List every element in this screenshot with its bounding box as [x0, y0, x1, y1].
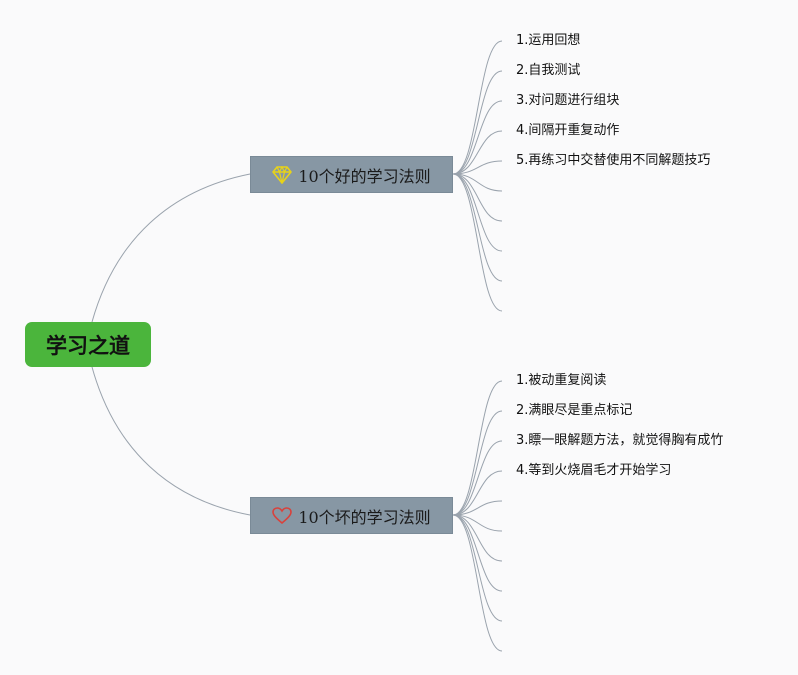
leaf-bad-2[interactable]: 2.满眼尽是重点标记 — [516, 403, 633, 418]
leaf-good-2[interactable]: 2.自我测试 — [516, 63, 581, 78]
connector-root-good — [91, 173, 251, 323]
leaf-good-5[interactable]: 5.再练习中交替使用不同解题技巧 — [516, 153, 711, 168]
connector-branch1-leaf7 — [452, 173, 503, 222]
branch-bad-rules[interactable]: 10个坏的学习法则 — [250, 497, 453, 534]
connector-branch1-leaf8 — [452, 173, 503, 252]
connector-branch1-leaf6 — [452, 173, 503, 192]
leaf-good-3[interactable]: 3.对问题进行组块 — [516, 93, 620, 108]
connector-branch2-leaf1 — [452, 380, 503, 516]
connector-branch2-leaf2 — [452, 410, 503, 516]
branch-good-label: 10个好的学习法则 — [298, 166, 431, 186]
diamond-icon — [272, 165, 293, 184]
root-node[interactable]: 学习之道 — [25, 322, 151, 367]
leaf-bad-3[interactable]: 3.瞟一眼解题方法，就觉得胸有成竹 — [516, 433, 724, 448]
branch-bad-label: 10个坏的学习法则 — [298, 507, 431, 527]
connector-branch1-leaf1 — [452, 40, 503, 175]
connector-branch2-leaf4 — [452, 470, 503, 516]
leaf-good-1[interactable]: 1.运用回想 — [516, 33, 581, 48]
connector-branch1-leaf4 — [452, 130, 503, 175]
connector-root-bad — [91, 366, 251, 516]
connector-branch2-leaf5 — [452, 500, 503, 516]
connector-branch2-leaf3 — [452, 440, 503, 516]
leaf-bad-1[interactable]: 1.被动重复阅读 — [516, 373, 607, 388]
branch-good-rules[interactable]: 10个好的学习法则 — [250, 156, 453, 193]
connector-branch2-leaf7 — [452, 514, 503, 562]
connector-branch2-leaf10 — [452, 514, 503, 652]
leaf-bad-4[interactable]: 4.等到火烧眉毛才开始学习 — [516, 463, 672, 478]
connector-branch1-leaf5 — [452, 160, 503, 175]
connector-branch1-leaf3 — [452, 100, 503, 175]
connector-branch1-leaf10 — [452, 173, 503, 312]
connector-branch2-leaf6 — [452, 514, 503, 532]
leaf-good-4[interactable]: 4.间隔开重复动作 — [516, 123, 620, 138]
connector-branch1-leaf2 — [452, 70, 503, 175]
heart-icon — [272, 506, 293, 525]
connector-branch2-leaf8 — [452, 514, 503, 592]
